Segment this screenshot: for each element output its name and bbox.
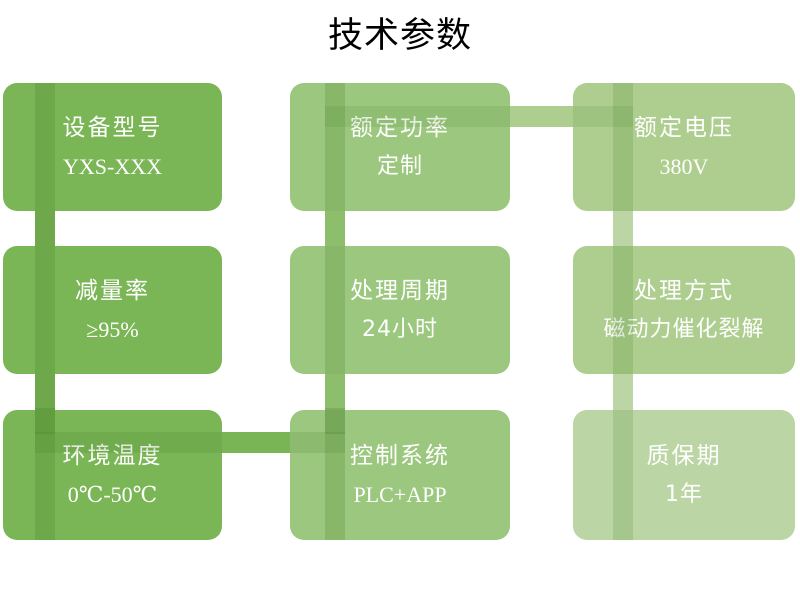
card-temperature-value: 0℃-50℃ (67, 481, 158, 507)
card-cycle[interactable]: 处理周期 24小时 (290, 246, 510, 374)
card-model-value: YXS-XXX (63, 153, 162, 179)
card-rated-voltage-value: 380V (659, 153, 709, 179)
card-model[interactable]: 设备型号 YXS-XXX (3, 83, 222, 211)
card-control-value: PLC+APP (353, 481, 447, 507)
connector-vertical-col3-row1-row2 (613, 200, 633, 260)
card-cycle-value: 24小时 (362, 316, 438, 342)
card-rated-power-value: 定制 (376, 153, 423, 179)
card-reduction-title: 减量率 (75, 277, 150, 304)
card-method-title: 处理方式 (634, 277, 734, 304)
card-rated-power-title: 额定功率 (350, 114, 450, 141)
card-rated-voltage-title: 额定电压 (634, 114, 734, 141)
card-warranty[interactable]: 质保期 1年 (573, 410, 795, 540)
card-rated-voltage[interactable]: 额定电压 380V (573, 83, 795, 211)
card-warranty-value: 1年 (665, 481, 703, 507)
card-cycle-title: 处理周期 (350, 277, 450, 304)
card-control[interactable]: 控制系统 PLC+APP (290, 410, 510, 540)
connector-vertical-col2-row1-row2 (325, 200, 345, 260)
card-method-value: 磁动力催化裂解 (603, 316, 765, 342)
card-control-title: 控制系统 (350, 442, 450, 469)
card-temperature[interactable]: 环境温度 0℃-50℃ (3, 410, 222, 540)
page-title: 技术参数 (327, 16, 472, 56)
card-warranty-title: 质保期 (646, 442, 722, 469)
card-rated-power[interactable]: 额定功率 定制 (290, 83, 510, 211)
card-reduction[interactable]: 减量率 ≥95% (3, 246, 222, 374)
card-model-title: 设备型号 (62, 114, 163, 141)
card-method[interactable]: 处理方式 磁动力催化裂解 (573, 246, 795, 374)
connector-vertical-col1-row1-row2 (35, 200, 55, 260)
card-reduction-value: ≥95% (86, 316, 139, 342)
card-temperature-title: 环境温度 (62, 442, 163, 469)
